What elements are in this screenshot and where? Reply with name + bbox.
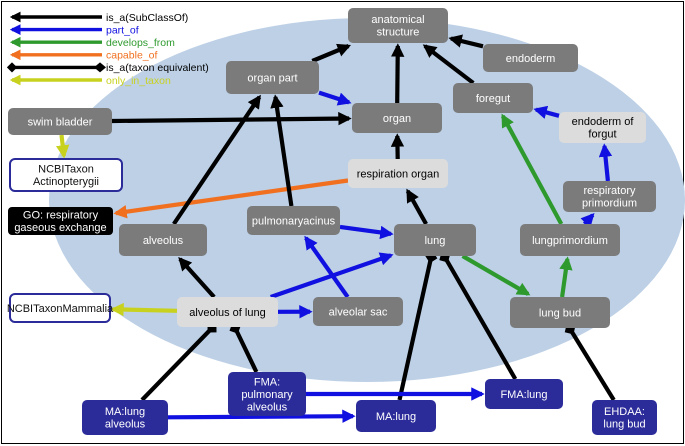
node-lung-bud: lung bud xyxy=(510,297,610,328)
node-lungprimordium: lungprimordium xyxy=(520,224,620,256)
legend-label: is_a(taxon equivalent) xyxy=(106,62,209,74)
node-label: organ part xyxy=(247,73,297,85)
legend-item-develops-from: develops_from xyxy=(12,37,175,49)
node-label: lung bud xyxy=(603,419,645,431)
node-label: primordium xyxy=(582,198,637,210)
node-label: alveolus of lung xyxy=(189,307,265,319)
legend-label: only_in_taxon xyxy=(106,75,171,87)
node-label: endoderm xyxy=(506,53,556,65)
node-label: structure xyxy=(377,27,420,39)
node-label: FMA:lung xyxy=(500,389,547,401)
node-alveolus-of-lung: alveolus of lung xyxy=(177,297,278,327)
node-label: organ xyxy=(383,113,411,125)
node-label: NCBITaxonMammalia xyxy=(7,303,114,315)
node-label: respiratory xyxy=(584,185,636,197)
legend-label: is_a(SubClassOf) xyxy=(106,12,188,24)
node-label: NCBITaxon xyxy=(38,164,94,176)
node-label: forgut xyxy=(588,129,616,141)
node-organ-part: organ part xyxy=(226,61,319,94)
node-label: gaseous exchange xyxy=(14,222,106,234)
node-label: alveolus xyxy=(247,402,288,414)
legend-label: part_of xyxy=(106,24,139,36)
node-label: GO: respiratory xyxy=(23,210,99,222)
edge-organ-is-a-anatomical-structure xyxy=(397,46,398,103)
node-organ: organ xyxy=(352,103,442,133)
node-label: alveolar sac xyxy=(329,307,388,319)
node-label: pulmonary xyxy=(241,389,293,401)
node-label: anatomical xyxy=(371,14,424,26)
legend-item-capable-of: capable_of xyxy=(12,50,157,62)
node-ncbi-mammalia: NCBITaxonMammalia xyxy=(7,294,114,322)
node-label: alveolus xyxy=(143,235,184,247)
node-ma-lung: MA:lung xyxy=(356,400,436,432)
node-label: EHDAA: xyxy=(604,406,645,418)
legend-item-is-a: is_a(SubClassOf) xyxy=(12,12,188,24)
legend-diamond-icon xyxy=(94,62,106,72)
edge-swim-bladder-is-a-organ xyxy=(112,119,349,122)
node-label: Actinopterygii xyxy=(33,176,99,188)
node-pulmonaryacinus: pulmonaryacinus xyxy=(247,206,340,235)
node-label: endoderm of xyxy=(572,116,635,128)
node-label: pulmonaryacinus xyxy=(252,216,336,228)
edge-ehdaa-lung-bud-is-a-taxon-equivalent-lung-bud xyxy=(570,329,614,400)
node-label: lungprimordium xyxy=(532,235,608,247)
node-alveolus: alveolus xyxy=(119,224,207,256)
edge-swim-bladder-only-in-taxon-ncbi-actinopterygii xyxy=(62,135,64,156)
legend-item-only-in-taxon: only_in_taxon xyxy=(12,75,171,87)
node-ehdaa-lung-bud: EHDAA:lung bud xyxy=(592,400,657,435)
node-label: foregut xyxy=(476,93,510,105)
node-label: lung xyxy=(425,235,446,247)
edge-alveolus-of-lung-only-in-taxon-ncbi-mammalia xyxy=(113,309,177,311)
node-label: lung bud xyxy=(539,308,581,320)
node-alveolar-sac: alveolar sac xyxy=(313,297,403,326)
node-label: alveolus xyxy=(105,419,146,431)
edge-ma-lung-alveolus-part-of-ma-lung xyxy=(168,416,353,417)
node-swim-bladder: swim bladder xyxy=(8,108,112,135)
node-endoderm: endoderm xyxy=(483,44,578,72)
legend-item-is-a-taxon-equivalent: is_a(taxon equivalent) xyxy=(12,62,209,74)
legend-label: develops_from xyxy=(106,37,175,49)
node-label: MA:lung xyxy=(376,411,416,423)
node-label: swim bladder xyxy=(28,117,93,129)
node-label: FMA: xyxy=(254,377,280,389)
legend-item-part-of: part_of xyxy=(12,24,139,36)
node-fma-lung: FMA:lung xyxy=(485,379,563,409)
legend-label: capable_of xyxy=(106,50,157,62)
node-label: respiration organ xyxy=(357,169,440,181)
node-foregut: foregut xyxy=(453,83,533,113)
node-lung: lung xyxy=(394,224,476,256)
node-respiration-organ: respiration organ xyxy=(348,159,448,188)
node-label: MA:lung xyxy=(105,406,145,418)
